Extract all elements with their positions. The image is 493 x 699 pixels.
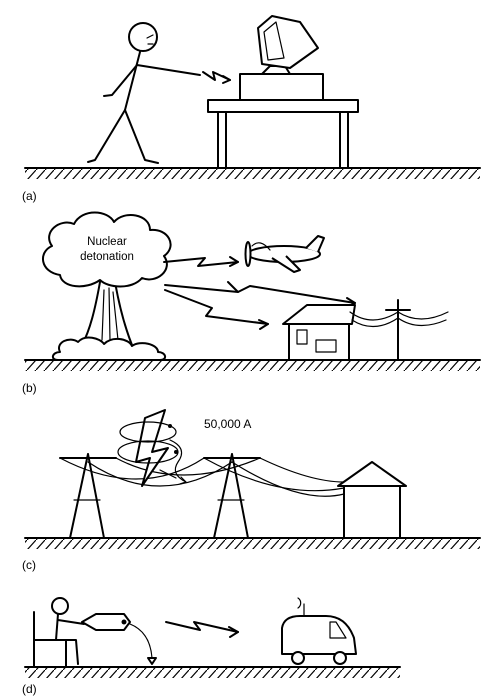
- house-c: [337, 461, 407, 539]
- stick-figure-person: [87, 22, 201, 164]
- mushroom-cloud: Nuclear detonation: [42, 211, 172, 361]
- power-lines-c: [59, 457, 345, 497]
- power-tool: [81, 613, 157, 665]
- panel-c-label: (c): [22, 558, 36, 572]
- computer-monitor: [239, 15, 324, 101]
- house-b: [282, 304, 356, 361]
- cloud-text-line2: detonation: [80, 251, 134, 263]
- ground-b: [24, 359, 481, 371]
- transmission-tower-left: [59, 453, 117, 539]
- panel-b: Nuclear detonation: [22, 211, 481, 395]
- panel-d: (d): [22, 597, 401, 696]
- spark-arrow-d: [165, 621, 239, 633]
- lightning-strike: [117, 409, 187, 487]
- spark-arrow-a: [202, 71, 231, 81]
- panel-d-label: (d): [22, 682, 37, 696]
- panel-a-label: (a): [22, 189, 37, 203]
- van: [281, 597, 357, 665]
- transmission-tower-right: [203, 453, 261, 539]
- power-lines-b: [349, 299, 449, 361]
- ground-a: [24, 167, 481, 179]
- seated-person: [33, 597, 85, 668]
- cloud-text-line1: Nuclear: [87, 236, 127, 248]
- panel-a: (a): [22, 15, 481, 203]
- ground-d: [24, 666, 401, 678]
- current-label: 50,000 A: [204, 417, 251, 431]
- desk: [207, 99, 359, 169]
- panel-b-label: (b): [22, 381, 37, 395]
- ground-c: [24, 537, 481, 549]
- panel-c: 50,000 A (c): [22, 409, 481, 572]
- airplane: [244, 235, 325, 273]
